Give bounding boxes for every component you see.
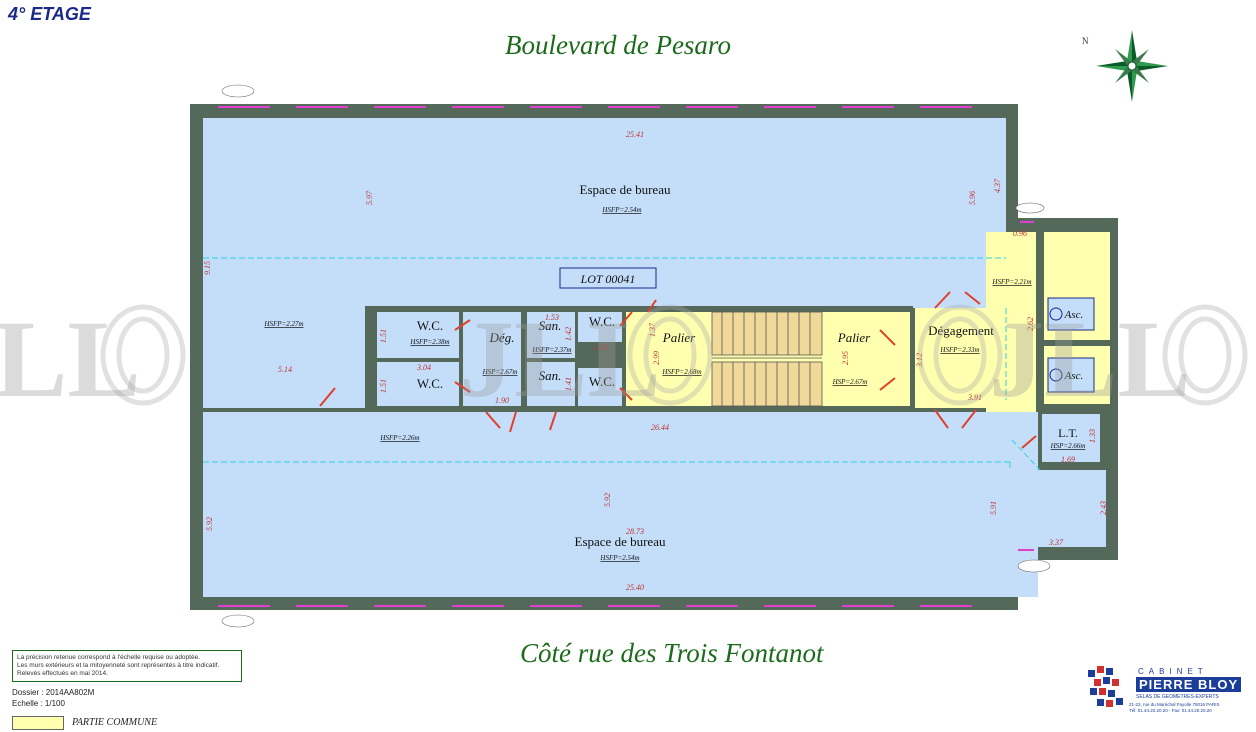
dimension-label: 5.14: [278, 365, 292, 374]
compass-rose-icon: N: [1082, 30, 1168, 102]
note-line: La précision retenue correspond à l'éche…: [17, 654, 201, 661]
dimension-label: 2.62: [1026, 317, 1035, 331]
wc-room: [578, 312, 622, 342]
dimension-label: 5.92: [205, 517, 214, 531]
svg-text:JLL: JLL: [0, 298, 141, 420]
room-height: HSFP=2.26m: [379, 434, 419, 442]
dimension-label: 3.12: [915, 353, 924, 368]
room-name: Asc.: [1064, 309, 1084, 321]
san-room: [527, 362, 575, 406]
dimension-label: 2.43: [1099, 501, 1108, 515]
svg-text:N: N: [1082, 36, 1089, 46]
street-top-label: Boulevard de Pesaro: [505, 30, 731, 60]
room-height: HSFP=2.33m: [939, 346, 979, 354]
dimension-label: 1.33: [1088, 429, 1097, 443]
precision-note: La précision retenue correspond à l'éche…: [12, 650, 242, 682]
room-name: W.C.: [417, 376, 443, 391]
office-bottom: [203, 412, 1038, 597]
cabinet-logo-icon: [1088, 666, 1123, 707]
room-height: HSP=2.67m: [482, 368, 518, 376]
cabinet-subtitle: SELAS DE GEOMETRES-EXPERTS: [1136, 694, 1219, 700]
room-height: HSFP=2.68m: [661, 368, 701, 376]
dimension-label: 9.15: [203, 261, 212, 275]
dimension-label: 28.73: [626, 527, 644, 536]
wc-room: [377, 312, 459, 358]
dimension-label: 25.41: [626, 130, 644, 139]
dimension-label: 2.99: [652, 351, 661, 365]
dimension-label: 1.43: [594, 343, 608, 352]
dossier-label: Dossier : 2014AA802M: [12, 688, 95, 697]
elevator-icon: [1047, 297, 1095, 393]
room-height: HSFP=2.37m: [531, 346, 571, 354]
room-name: W.C.: [589, 314, 615, 329]
note-line: Relevés effectués en mai 2014.: [17, 670, 108, 677]
room-height: HSFP=2.27m: [263, 320, 303, 328]
room-name: San.: [539, 368, 562, 383]
wc-room: [377, 362, 459, 406]
deg-room: [463, 312, 521, 406]
room-height: HSFP=2.54m: [601, 206, 641, 214]
dimension-label: 3.04: [416, 363, 431, 372]
room-name: San.: [539, 318, 562, 333]
cabinet-name: PIERRE BLOY: [1136, 677, 1242, 692]
dimension-label: 3.91: [967, 393, 982, 402]
room-name: Palier: [837, 330, 871, 345]
note-line: Les murs extérieurs et la mitoyenneté so…: [17, 662, 220, 669]
svg-text:JLL: JLL: [459, 298, 661, 420]
floor-title: 4° ETAGE: [8, 4, 91, 24]
staircase: [711, 311, 823, 407]
san-room: [527, 312, 575, 358]
dimension-label: 5.92: [603, 493, 612, 507]
cabinet-address: 21-23, rue du Maréchal Fayolle 75016 PAR…: [1129, 702, 1220, 707]
dimension-label: 25.40: [626, 583, 644, 592]
room-name: Dég.: [489, 330, 515, 345]
dimension-label: 26.44: [651, 423, 669, 432]
door-swing-icon: [319, 291, 1037, 449]
scale-label: Echelle : 1/100: [12, 699, 65, 708]
room-height: HSP=2.66m: [1050, 442, 1086, 450]
dimension-label: 1.51: [379, 379, 388, 393]
cabinet-tel: Tél: 01.44.20.20.20 - Fax: 01.44.20.20.2…: [1129, 708, 1212, 713]
dimension-label: 1.53: [545, 313, 559, 322]
lot-label: LOT 00041: [580, 272, 636, 286]
dimension-label: 0.96: [1013, 229, 1027, 238]
watermark: [100, 304, 1248, 406]
room-name: Palier: [662, 330, 696, 345]
dimension-label: 5.96: [968, 191, 977, 205]
room-height: HSFP=2.38m: [409, 338, 449, 346]
room-name: W.C.: [589, 374, 615, 389]
svg-text:JLL: JLL: [989, 298, 1191, 420]
wc-room: [578, 368, 622, 406]
dimension-label: 1.37: [648, 322, 657, 337]
dimension-label: 4.37: [993, 178, 1002, 193]
dimension-label: 2.95: [841, 351, 850, 365]
lt-room: [1042, 414, 1100, 462]
dimension-label: 1.42: [564, 327, 573, 341]
room-name: Espace de bureau: [575, 534, 666, 549]
dimension-label: 1.69: [1061, 455, 1075, 464]
dimension-label: 1.51: [379, 329, 388, 343]
room-height: HSFP=2.54m: [599, 554, 639, 562]
dimension-label: 1.41: [564, 377, 573, 391]
room-height: HSP=2.67m: [832, 378, 868, 386]
cabinet-word: CABINET: [1138, 667, 1208, 676]
dimension-label: 5.91: [989, 501, 998, 515]
room-height: HSFP=2.21m: [991, 278, 1031, 286]
dimension-label: 3.37: [1048, 538, 1064, 547]
room-name: Dégagement: [928, 323, 994, 338]
room-name: Asc.: [1064, 370, 1084, 382]
dimension-label: 5.97: [365, 190, 374, 205]
legend-swatch: [12, 716, 64, 730]
room-name: L.T.: [1058, 426, 1078, 440]
lot-box: [559, 267, 657, 289]
room-name: W.C.: [417, 318, 443, 333]
legend-label: PARTIE COMMUNE: [72, 717, 158, 728]
street-bottom-label: Côté rue des Trois Fontanot: [520, 638, 824, 668]
room-name: Espace de bureau: [580, 182, 671, 197]
dimension-label: 1.90: [495, 396, 509, 405]
